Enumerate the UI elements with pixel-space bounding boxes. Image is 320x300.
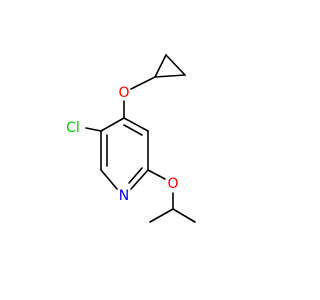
oxygen-atom-label-top: O — [118, 85, 129, 101]
bond-n1-c2-inner — [128, 167, 143, 184]
molecule-canvas: Cl O O N — [66, 54, 196, 223]
bond-n1-c2 — [130, 169, 149, 190]
chlorine-atom-label: Cl — [66, 120, 80, 136]
bond-c5-cl — [85, 127, 102, 132]
nitrogen-atom-label: N — [119, 188, 129, 204]
bond-c4-c5 — [100, 117, 125, 132]
bond-cp-b-c — [165, 54, 186, 76]
bond-o-cp — [130, 76, 156, 90]
bond-c2-o — [147, 169, 166, 180]
structure-diagram: Cl O O N — [66, 54, 196, 223]
bond-c3-c4-inner — [123, 124, 143, 136]
bond-cp-a-b — [154, 54, 167, 78]
bond-c6-n1 — [100, 169, 118, 190]
oxygen-atom-label-bottom: O — [167, 176, 178, 192]
bond-c3-c4 — [123, 117, 149, 132]
bond-ch-me2 — [172, 208, 196, 223]
bond-cp-c-a — [154, 74, 186, 78]
bond-ch-me1 — [149, 208, 174, 223]
